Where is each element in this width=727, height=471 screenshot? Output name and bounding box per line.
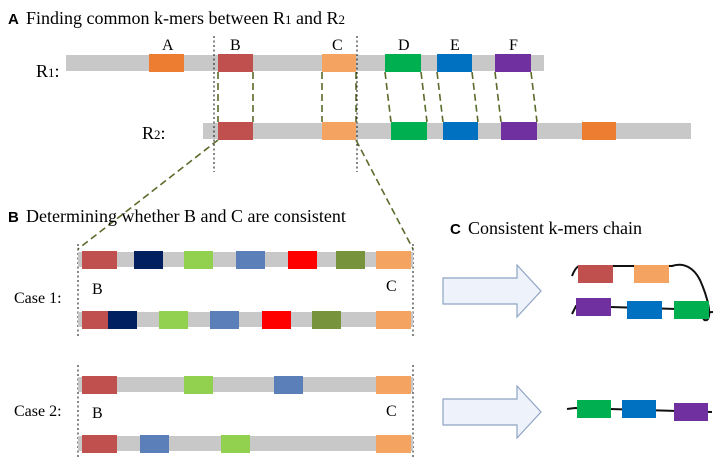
label-a: A [162, 37, 174, 54]
panel-c-title: Consistent k-mers chain [468, 218, 642, 238]
r2-kmer-e [443, 122, 478, 140]
chain1-kmer-b [578, 265, 613, 283]
case1-read2-kmer-lightgreen [159, 311, 188, 329]
case1-read1-kmer-b [82, 251, 117, 269]
panel-b-letter: B [8, 209, 19, 226]
label-d: D [398, 37, 410, 54]
case1-read2-kmer-c [376, 311, 411, 329]
panel-b-title: Determining whether B and C are consiste… [26, 206, 346, 226]
panel-a-letter: A [8, 11, 19, 28]
case2-arrow-icon [442, 384, 542, 440]
chain1-kmer-c [634, 265, 669, 283]
r1-kmer-d [385, 54, 421, 72]
case1-read1-kmer-red [288, 251, 317, 269]
r1-kmer-f [495, 54, 531, 72]
r2-label: R2: [142, 123, 166, 143]
case2-read1-kmer-b [82, 376, 117, 394]
case2-read1-kmer-steelblue [274, 376, 303, 394]
case1-read1-kmer-olive [336, 251, 365, 269]
r2-kmer-f [501, 122, 537, 140]
panel-c-letter: C [450, 221, 461, 238]
r1-kmer-c [322, 54, 356, 72]
case1-read2-kmer-olive [312, 311, 341, 329]
r1-label: R1: [36, 61, 60, 81]
kmer-match-lines [217, 71, 538, 123]
r1-kmer-b [218, 54, 253, 72]
case1-read1-kmer-lightgreen [184, 251, 213, 269]
chain1-kmer-f [576, 298, 611, 316]
case2-read2-kmer-lightgreen [221, 435, 250, 453]
zoom-line-right [355, 139, 414, 250]
r1-kmer-a [149, 54, 184, 72]
label-c: C [332, 37, 343, 54]
case1-read2-kmer-steelblue [210, 311, 239, 329]
case2-read1-bar [78, 377, 413, 392]
consistent-chain-case1 [571, 263, 714, 322]
case1-read1-kmer-c [376, 251, 411, 269]
case1-arrow-icon [442, 263, 542, 319]
chain1-kmer-d [674, 301, 709, 319]
case1-read2-kmer-navy [108, 311, 137, 329]
zoom-line-left [77, 139, 219, 250]
case1-label: Case 1: [14, 290, 62, 307]
r2-kmer-a [582, 122, 616, 140]
r2-kmer-d [391, 122, 427, 140]
r1-kmer-e [437, 54, 472, 72]
label-e: E [450, 37, 460, 54]
chain2-kmer-d [577, 400, 611, 418]
case1-read1-kmer-navy [134, 251, 163, 269]
chain2-kmer-e [622, 400, 656, 418]
label-f: F [509, 37, 518, 54]
case2-b-label: B [92, 405, 103, 422]
panel-a-title: Finding common k-mers between R1 and R2 [26, 8, 345, 28]
chain1-kmer-e [627, 301, 662, 319]
chain2-kmer-f [674, 403, 708, 421]
case2-read2-kmer-c [376, 435, 411, 453]
r1-read-bar [66, 55, 544, 71]
r2-kmer-b [218, 122, 253, 140]
case1-c-label: C [386, 278, 397, 295]
case1-b-label: B [92, 281, 103, 298]
consistent-chain-case2 [566, 400, 713, 421]
case1-read2-kmer-red [262, 311, 291, 329]
case2-label: Case 2: [14, 403, 62, 420]
case2-read2-kmer-b [82, 435, 117, 453]
case1-read1-kmer-steelblue [236, 251, 265, 269]
case2-c-label: C [386, 403, 397, 420]
case2-read1-kmer-c [376, 376, 411, 394]
case2-read1-kmer-lightgreen [184, 376, 213, 394]
label-b: B [230, 37, 241, 54]
case2-read2-kmer-steelblue [140, 435, 169, 453]
r2-kmer-c [322, 122, 356, 140]
